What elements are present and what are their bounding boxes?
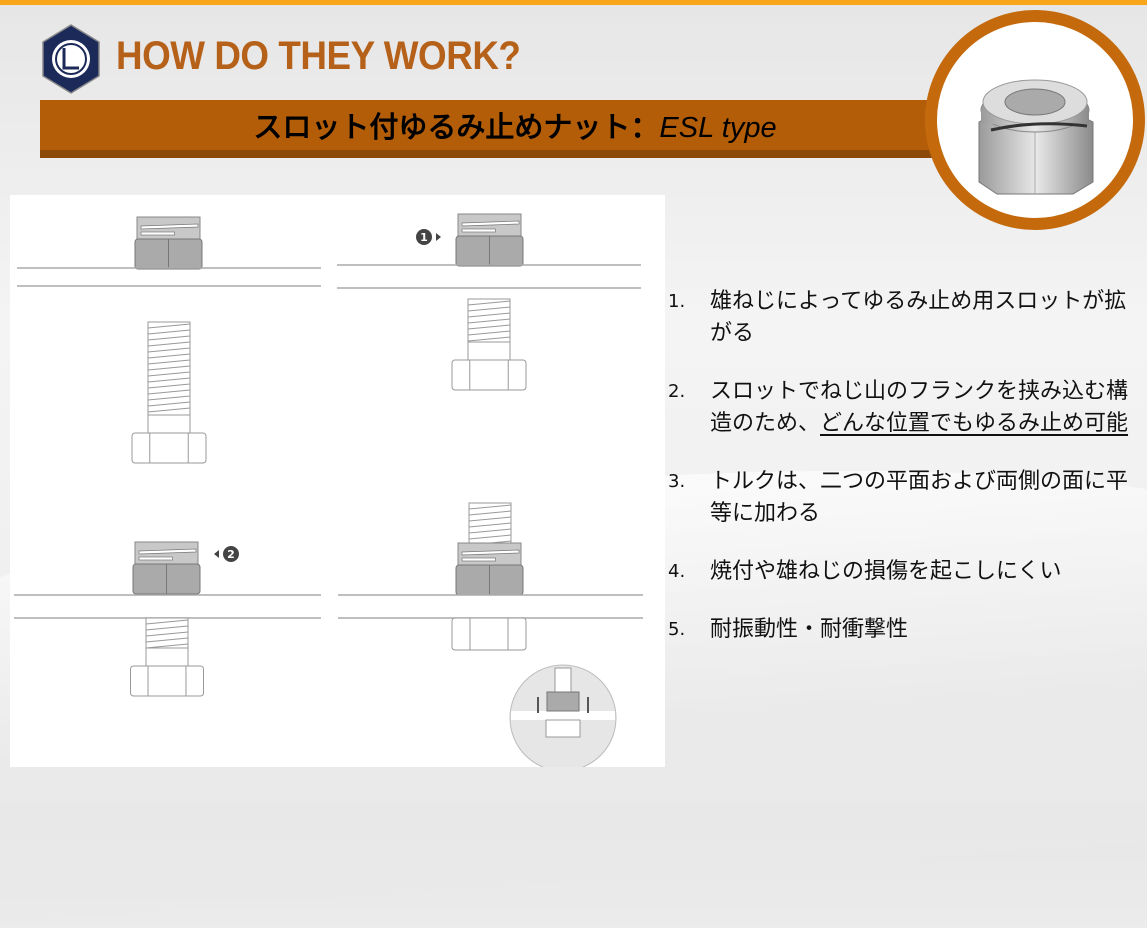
step-number: 2. xyxy=(668,381,686,402)
thread-line xyxy=(147,395,191,401)
bolt-shank xyxy=(145,647,189,667)
step-badge-label: 1 xyxy=(420,231,428,244)
list-item: 1. 雄ねじによってゆるみ止め用スロットが拡がる xyxy=(668,286,1138,350)
nut-slot xyxy=(461,220,520,227)
thread-line xyxy=(467,330,511,336)
step-badge xyxy=(223,546,239,562)
inset-bolt-head xyxy=(545,719,581,738)
step-text-plain: スロットでねじ山のフランクを挟み込む構造のため、 xyxy=(710,379,1129,436)
step-text-plain: 雄ねじによってゆるみ止め用スロットが拡がる xyxy=(710,289,1127,346)
step-number: 1. xyxy=(668,291,686,312)
step-text: トルクは、二つの平面および両側の面に平等に加わる xyxy=(710,466,1138,530)
thread-line xyxy=(147,365,191,371)
step-number: 3. xyxy=(668,471,686,492)
thread-line xyxy=(147,335,191,341)
list-item: 4. 焼付や雄ねじの損傷を起こしにくい xyxy=(668,556,1138,588)
step-badge xyxy=(416,229,432,245)
slotted-nut-icon xyxy=(978,79,1094,195)
thread-line xyxy=(467,306,511,312)
thread-line xyxy=(147,383,191,389)
thread-line xyxy=(145,625,189,631)
bolt-head xyxy=(451,359,527,391)
thread-line xyxy=(468,510,512,516)
inset-nut xyxy=(546,691,580,712)
step-text-plain: トルクは、二つの平面および両側の面に平等に加わる xyxy=(710,469,1129,526)
nut-photo xyxy=(925,10,1145,230)
diagram-canvas: 12 xyxy=(14,213,643,772)
thread-line xyxy=(147,341,191,347)
thread-line xyxy=(147,353,191,359)
subtitle-type: ESL type xyxy=(659,112,777,144)
nut-slot xyxy=(461,549,520,556)
subtitle: スロット付ゆるみ止めナット：ESL type xyxy=(0,104,1030,146)
step-text-plain: 耐振動性・耐衝撃性 xyxy=(710,617,909,642)
list-item: 3. トルクは、二つの平面および両側の面に平等に加わる xyxy=(668,466,1138,530)
thread-line xyxy=(467,300,511,306)
thread-line xyxy=(147,389,191,395)
list-item: 5. 耐振動性・耐衝撃性 xyxy=(668,614,1138,646)
thread-line xyxy=(467,336,511,342)
thread-line xyxy=(147,377,191,383)
thread-line xyxy=(468,534,512,540)
nut-slot xyxy=(140,231,175,236)
nut-slot xyxy=(138,556,173,561)
subtitle-band xyxy=(40,100,1000,158)
inset-plate xyxy=(511,711,615,720)
subtitle-jp: スロット付ゆるみ止めナット： xyxy=(253,112,660,144)
nut-slot xyxy=(138,548,197,555)
bolt-shank xyxy=(467,341,511,361)
thread-line xyxy=(147,329,191,335)
bolt-head xyxy=(130,665,204,697)
nut-slot xyxy=(461,228,496,233)
thread-line xyxy=(468,522,512,528)
thread-line xyxy=(145,619,189,625)
inset-thread xyxy=(554,667,572,693)
step-badge-label: 2 xyxy=(227,548,235,561)
thread-line xyxy=(468,516,512,522)
thread-line xyxy=(147,401,191,407)
thread-line xyxy=(147,371,191,377)
thread-line xyxy=(467,312,511,318)
thread-line xyxy=(468,528,512,534)
step-text-plain: 焼付や雄ねじの損傷を起こしにくい xyxy=(710,559,1062,584)
page-title: HOW DO THEY WORK? xyxy=(116,34,521,78)
top-accent-bar xyxy=(0,0,1147,5)
steps-list: 1. 雄ねじによってゆるみ止め用スロットが拡がる 2. スロットでねじ山のフランクを挟… xyxy=(668,286,1138,672)
step-text: 耐振動性・耐衝撃性 xyxy=(710,614,908,646)
step-text: スロットでねじ山のフランクを挟み込む構造のため、どんな位置でもゆるみ止め可能 xyxy=(710,376,1138,440)
bolt-shank xyxy=(147,414,191,434)
step-text-underlined: どんな位置でもゆるみ止め可能 xyxy=(820,411,1129,436)
bolt-head xyxy=(451,617,527,651)
thread-line xyxy=(467,324,511,330)
thread-line xyxy=(147,347,191,353)
thread-line xyxy=(468,504,512,510)
arrow-left-icon xyxy=(214,550,219,558)
thread-line xyxy=(145,637,189,643)
bolt-head xyxy=(131,432,207,464)
step-number: 4. xyxy=(668,561,686,582)
step-text: 焼付や雄ねじの損傷を起こしにくい xyxy=(710,556,1062,588)
step-text: 雄ねじによってゆるみ止め用スロットが拡がる xyxy=(710,286,1138,350)
thread-line xyxy=(147,359,191,365)
thread-line xyxy=(147,407,191,413)
list-item: 2. スロットでねじ山のフランクを挟み込む構造のため、どんな位置でもゆるみ止め可能 xyxy=(668,376,1138,440)
thread-line xyxy=(145,631,189,637)
step-number: 5. xyxy=(668,619,686,640)
thread-line xyxy=(147,323,191,329)
nut-slot xyxy=(140,223,199,230)
thread-line xyxy=(467,318,511,324)
thread-line xyxy=(145,643,189,649)
arrow-right-icon xyxy=(436,233,441,241)
nut-slot xyxy=(461,557,496,562)
company-logo-icon xyxy=(42,24,100,94)
